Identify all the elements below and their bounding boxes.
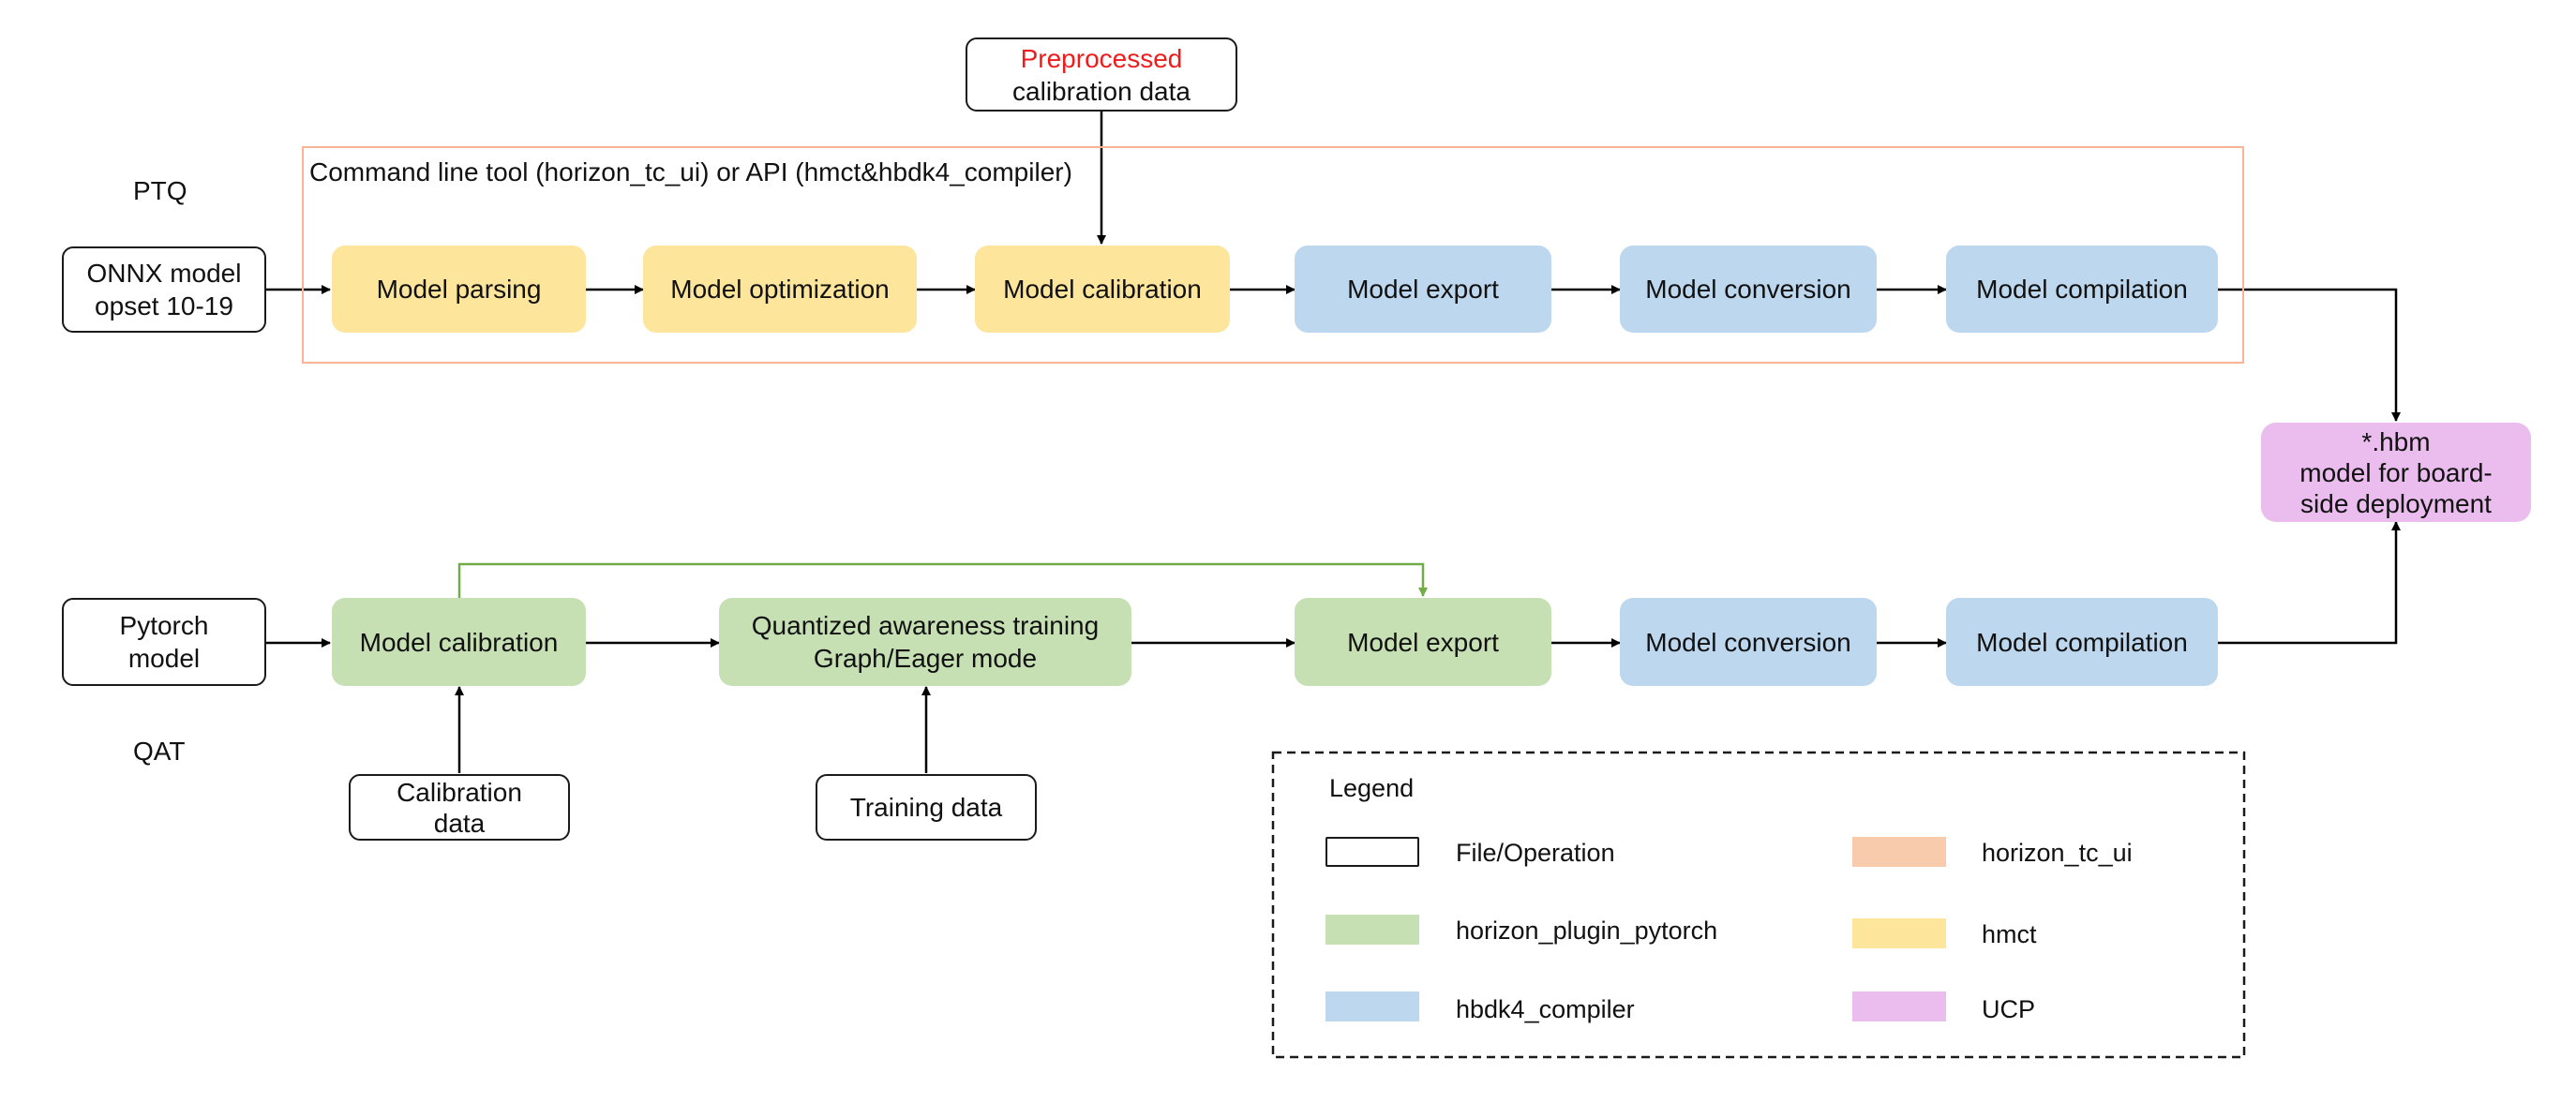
- legend-label-horizon-tc-ui: horizon_tc_ui: [1982, 839, 2133, 867]
- qat-step-model-calibration[interactable]: Model calibration: [332, 598, 586, 686]
- hbm-line3: side deployment: [2300, 488, 2492, 518]
- ptq-label: PTQ: [133, 176, 187, 205]
- pytorch-model-box[interactable]: Pytorch model: [62, 598, 266, 686]
- qat-step-model-export[interactable]: Model export: [1295, 598, 1551, 686]
- legend-title: Legend: [1329, 774, 1415, 802]
- legend-swatch-horizon-tc-ui: [1852, 837, 1946, 867]
- pytorch-model-line1: Pytorch: [119, 611, 209, 640]
- arrow-ptq-compilation-to-hbm: [2218, 288, 2401, 422]
- onnx-model-line2: opset 10-19: [95, 291, 233, 320]
- preprocessed-word: Preprocessed: [1020, 43, 1183, 73]
- arrow-qat-compilation-to-hbm: [2218, 521, 2401, 645]
- qat-label: QAT: [133, 737, 186, 766]
- calibration-data-line2: data: [433, 808, 486, 838]
- legend-swatch-hbdk4-compiler: [1325, 991, 1419, 1021]
- calibration-data-box[interactable]: Calibration data: [349, 774, 570, 841]
- onnx-model-line1: ONNX model: [86, 259, 242, 288]
- onnx-model-box[interactable]: ONNX model opset 10-19: [62, 246, 266, 333]
- legend-label-ucp: UCP: [1982, 995, 2036, 1023]
- ptq-step-model-compilation[interactable]: Model compilation: [1946, 246, 2218, 333]
- qat-training-line2: Graph/Eager mode: [813, 644, 1038, 673]
- legend-label-hmct: hmct: [1982, 920, 2037, 948]
- legend-swatch-horizon-plugin-pytorch: [1325, 915, 1419, 945]
- qat-training-line1: Quantized awareness training: [751, 611, 1100, 640]
- ptq-step-model-calibration[interactable]: Model calibration: [975, 246, 1230, 333]
- training-data-box[interactable]: Training data: [816, 774, 1037, 841]
- green-link-calibration-to-export: [457, 562, 1428, 598]
- legend-swatch-file-operation: [1325, 837, 1419, 867]
- ptq-step-model-export[interactable]: Model export: [1295, 246, 1551, 333]
- calibration-data-word: calibration data: [1012, 76, 1191, 106]
- qat-step-quantized-training[interactable]: Quantized awareness training Graph/Eager…: [719, 598, 1131, 686]
- hbm-line1: *.hbm: [2361, 426, 2431, 456]
- ptq-step-model-optimization[interactable]: Model optimization: [643, 246, 917, 333]
- ptq-step-model-conversion[interactable]: Model conversion: [1620, 246, 1877, 333]
- legend-frame: [1271, 751, 2246, 1059]
- ptq-tool-frame: [302, 146, 2244, 364]
- legend-label-horizon-plugin-pytorch: horizon_plugin_pytorch: [1456, 917, 1718, 945]
- hbm-output-box[interactable]: *.hbm model for board- side deployment: [2261, 423, 2531, 522]
- legend-label-file-operation: File/Operation: [1456, 839, 1615, 867]
- legend-swatch-ucp: [1852, 991, 1946, 1021]
- ptq-frame-title: Command line tool (horizon_tc_ui) or API…: [309, 157, 1072, 186]
- legend-swatch-hmct: [1852, 918, 1946, 948]
- legend-label-hbdk4-compiler: hbdk4_compiler: [1456, 995, 1635, 1023]
- hbm-line2: model for board-: [2299, 457, 2493, 487]
- preprocessed-calibration-data-box[interactable]: Preprocessed calibration data: [966, 37, 1237, 112]
- pytorch-model-line2: model: [127, 644, 201, 673]
- ptq-step-model-parsing[interactable]: Model parsing: [332, 246, 586, 333]
- qat-step-model-compilation[interactable]: Model compilation: [1946, 598, 2218, 686]
- calibration-data-line1: Calibration: [397, 777, 522, 807]
- qat-step-model-conversion[interactable]: Model conversion: [1620, 598, 1877, 686]
